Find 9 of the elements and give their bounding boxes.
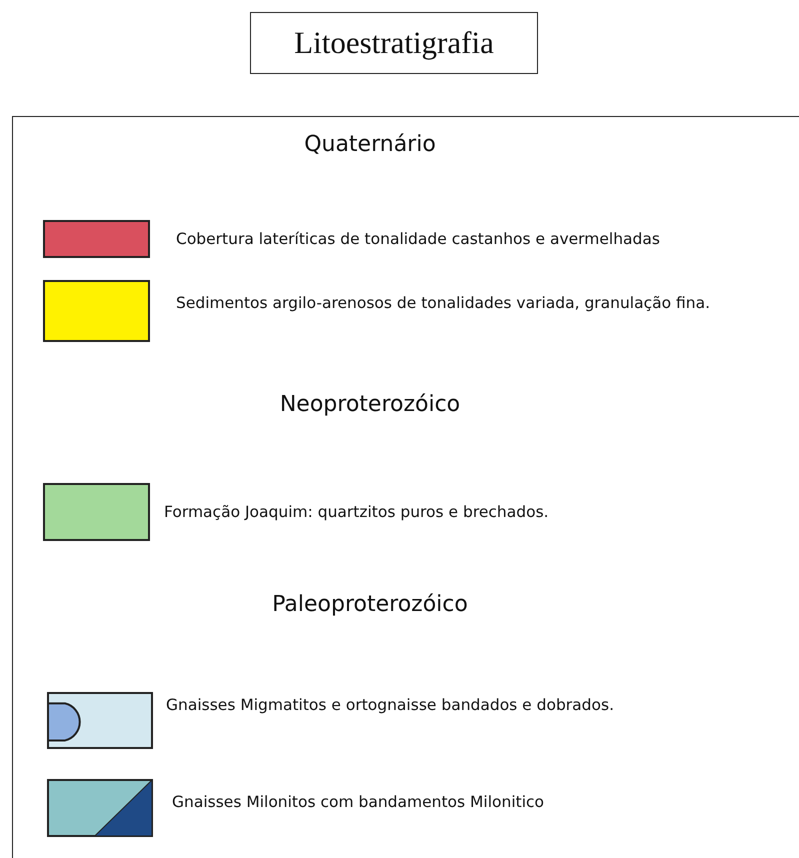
legend-text: Gnaisses Migmatitos e ortognaisse bandados e dobrados. bbox=[166, 695, 615, 716]
section-heading: Quaternário bbox=[303, 132, 437, 157]
legend-text: Sedimentos argilo-arenosos de tonalidades variada, granulação fina. bbox=[176, 293, 712, 314]
legend-text: Gnaisses Milonitos com bandamentos Milonitico bbox=[172, 792, 546, 813]
legend-text: Formação Joaquim: quartzitos puros e brechados. bbox=[164, 502, 550, 523]
legend-text: Cobertura lateríticas de tonalidade castanhos e avermelhadas bbox=[176, 229, 661, 250]
section-heading: Neoproterozóico bbox=[278, 392, 462, 417]
title: Litoestratigrafia bbox=[250, 12, 538, 74]
section-heading: Paleoproterozóico bbox=[271, 592, 469, 617]
